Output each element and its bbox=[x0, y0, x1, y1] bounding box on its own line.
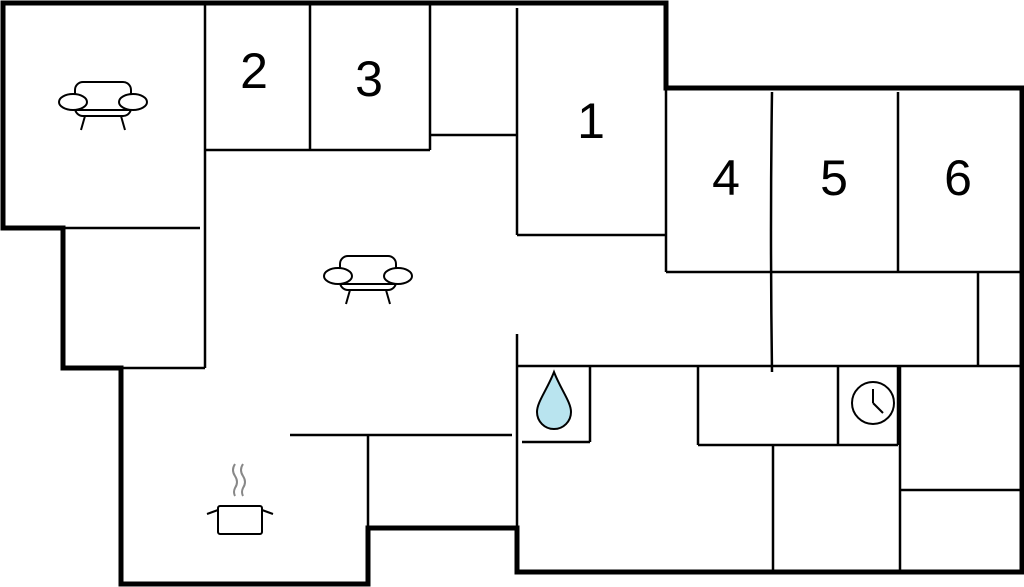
sofa-icon bbox=[323, 255, 413, 305]
sofa-icon bbox=[58, 81, 148, 131]
room-number-3: 3 bbox=[355, 51, 383, 107]
room-number-4: 4 bbox=[712, 150, 740, 206]
cooking-pot-icon bbox=[206, 463, 274, 535]
room-number-2: 2 bbox=[240, 43, 268, 99]
water-drop-icon bbox=[535, 369, 573, 430]
interior-walls bbox=[3, 3, 1022, 572]
clock-icon bbox=[851, 381, 895, 425]
room-number-1: 1 bbox=[577, 93, 605, 149]
room-number-5: 5 bbox=[820, 150, 848, 206]
room-number-6: 6 bbox=[944, 150, 972, 206]
